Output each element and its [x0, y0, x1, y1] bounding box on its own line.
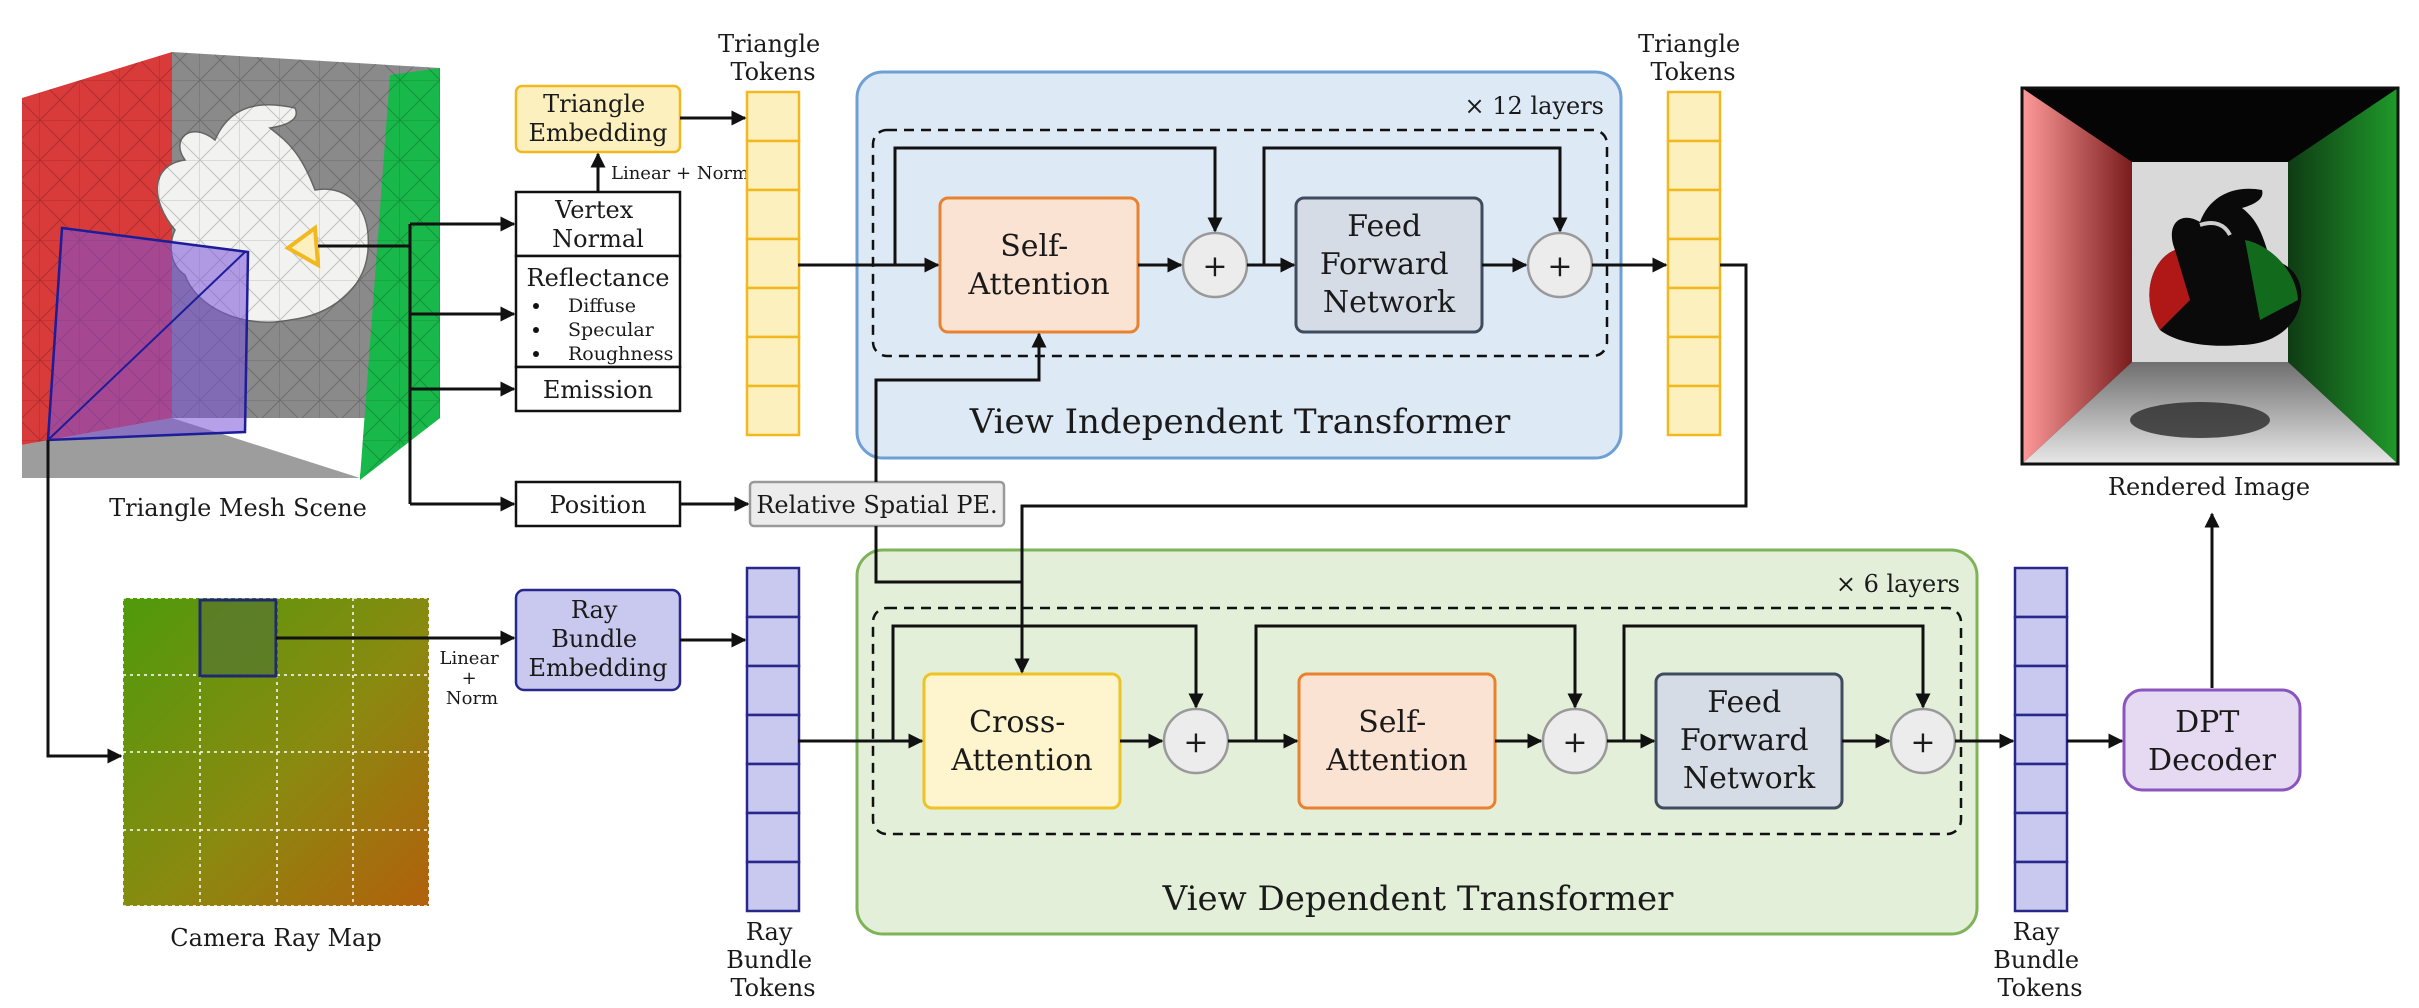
triangle-embedding-label: Triangle Embedding	[528, 90, 667, 147]
vi-self-attention-label: Self- Attention	[967, 229, 1109, 302]
token-cell	[745, 811, 801, 864]
token-cell	[2013, 664, 2069, 717]
relative-spatial-pe-label: Relative Spatial PE.	[756, 491, 997, 519]
view-independent-layer-count: × 12 layers	[1465, 92, 1604, 120]
token-cell	[745, 90, 801, 143]
token-cell	[2013, 566, 2069, 619]
vd-self-attention-block	[1297, 672, 1497, 810]
triangle-tokens-out-label: Triangle Tokens	[1638, 30, 1748, 86]
ray-bundle-patch	[198, 598, 278, 678]
token-cell	[745, 566, 801, 619]
vd-cross-attention-block	[922, 672, 1122, 810]
vi-ffn-label: Feed Forward Network	[1320, 209, 1458, 320]
token-cell	[2013, 811, 2069, 864]
reflectance-item-diffuse: Diffuse	[568, 295, 636, 317]
emission-label: Emission	[543, 376, 653, 404]
ray-bundle-embedding-label: Ray Bundle Embedding	[528, 596, 667, 682]
ray-linear-norm-label: Linear + Norm	[439, 648, 504, 709]
vd-plus-2: +	[1562, 725, 1587, 760]
ray-tokens-in-label: Ray Bundle Tokens	[726, 918, 819, 1002]
token-cell	[1666, 384, 1722, 437]
ray-bundle-tokens-input	[745, 566, 801, 913]
ray-bundle-tokens-output	[2013, 566, 2069, 913]
rendered-image-caption: Rendered Image	[2108, 473, 2310, 501]
token-cell	[745, 286, 801, 339]
view-independent-layer-block	[871, 128, 1609, 358]
reflectance-box	[514, 254, 682, 369]
token-cell	[745, 384, 801, 437]
token-cell	[745, 335, 801, 388]
reflectance-item-roughness: Roughness	[568, 343, 673, 365]
token-cell	[745, 713, 801, 766]
view-dependent-title: View Dependent Transformer	[1162, 879, 1674, 919]
view-dependent-layer-block	[871, 606, 1963, 836]
token-cell	[2013, 713, 2069, 766]
rendered-image	[2020, 86, 2400, 466]
vd-self-attention-label: Self- Attention	[1325, 705, 1467, 778]
reflectance-label: Reflectance	[527, 264, 670, 292]
triangle-linear-norm-label: Linear + Norm	[611, 163, 749, 184]
token-cell	[745, 188, 801, 241]
dpt-decoder-label: DPT Decoder	[2148, 705, 2277, 778]
token-cell	[2013, 615, 2069, 668]
triangle-tokens-output	[1666, 90, 1722, 437]
attribute-stack	[514, 190, 682, 413]
ray-map-caption: Camera Ray Map	[170, 924, 381, 952]
token-cell	[745, 139, 801, 192]
token-cell	[1666, 188, 1722, 241]
reflectance-item-specular: Specular	[568, 319, 655, 341]
vi-self-attention-block	[938, 196, 1140, 334]
vertex-normal-label: Vertex Normal	[552, 196, 644, 253]
reflectance-list	[533, 303, 539, 357]
vertex-normal-box	[514, 190, 682, 258]
token-cell	[745, 762, 801, 815]
vi-plus-2: +	[1547, 249, 1572, 284]
token-cell	[1666, 237, 1722, 290]
mesh-scene-caption: Triangle Mesh Scene	[109, 494, 367, 522]
vd-plus-1: +	[1183, 725, 1208, 760]
token-cell	[1666, 139, 1722, 192]
ray-tokens-out-label: Ray Bundle Tokens	[1993, 918, 2086, 1002]
position-label: Position	[550, 491, 647, 519]
token-cell	[745, 860, 801, 913]
vd-cross-attention-label: Cross- Attention	[950, 705, 1092, 778]
token-cell	[1666, 286, 1722, 339]
token-cell	[2013, 860, 2069, 913]
token-cell	[745, 237, 801, 290]
vd-ffn-label: Feed Forward Network	[1680, 685, 1818, 796]
view-independent-title: View Independent Transformer	[969, 402, 1511, 442]
emission-box	[514, 365, 682, 413]
mesh-scene-illustration	[22, 52, 440, 480]
triangle-tokens-in-label: Triangle Tokens	[718, 30, 828, 86]
token-cell	[745, 615, 801, 668]
token-cell	[745, 664, 801, 717]
vi-plus-1: +	[1202, 249, 1227, 284]
token-cell	[2013, 762, 2069, 815]
triangle-tokens-input	[745, 90, 801, 437]
dpt-decoder-block	[2122, 688, 2302, 792]
token-cell	[1666, 90, 1722, 143]
connectors	[46, 110, 2220, 764]
token-cell	[1666, 335, 1722, 388]
vd-plus-3: +	[1910, 725, 1935, 760]
camera-ray-map	[122, 597, 430, 907]
view-dependent-layer-count: × 6 layers	[1836, 570, 1960, 598]
